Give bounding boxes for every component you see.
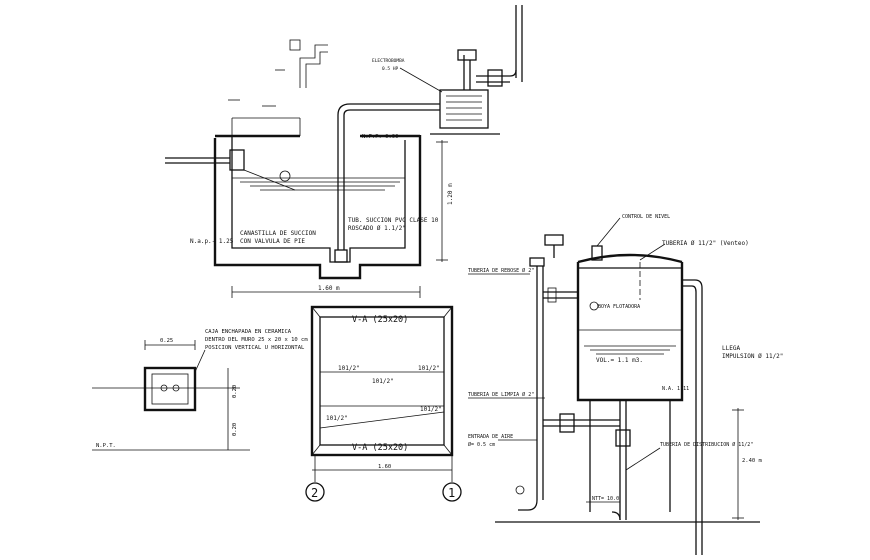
float-ball-icon	[279, 170, 291, 182]
box-outer	[143, 366, 197, 412]
overflow-cap	[529, 257, 545, 267]
elevated-tank: CONTROL DE NIVEL TUBERIA Ø 11/2" (Venteo…	[468, 214, 783, 555]
pipe-note-2: ROSCADO Ø 1.1/2"	[348, 225, 406, 232]
section-frame-inner	[319, 316, 445, 446]
tank-height-label: 2.40 m	[742, 458, 763, 464]
section-label-5: 101/2"	[326, 415, 348, 422]
suction-note-1: CANASTILLA DE SUCCION	[240, 230, 316, 237]
cistern-section: 1.20 m 1.60 m N.F.P. 0.00 N.a.p.- 1.25 C…	[165, 5, 523, 298]
float-icon	[589, 301, 599, 311]
box-detail: 0.25 0.20 0.20 N.P.T. CAJA ENCHAPADA EN …	[92, 329, 308, 451]
air-label-2: Ø= 0.5 cm	[468, 441, 495, 448]
check-valve-icon	[457, 49, 477, 61]
air-inlet-icon	[515, 485, 525, 495]
box-dim-top: 0.25	[160, 338, 173, 344]
section-label-2: 101/2"	[418, 365, 440, 372]
pipe-note-1: TUB. SUCCION PVC CLASE 10	[348, 217, 439, 224]
section-frame-outer	[310, 305, 454, 457]
rebose-label: TUBERIA DE REBOSE Ø 2"	[468, 267, 534, 274]
box-note-3: POSICION VERTICAL U HORIZONTAL	[205, 345, 305, 351]
box-note-1: CAJA ENCHAPADA EN CERAMICA	[205, 329, 292, 335]
box-dim-side-1: 0.20	[232, 385, 238, 398]
section-label-3: 101/2"	[372, 378, 394, 385]
section-va: V-A (25x20) V-A (25x20) 101/2" 101/2" 10…	[305, 305, 462, 502]
distribution-label: TUBERIA DE DISTRIBUCION Ø 11/2"	[660, 441, 753, 448]
tank-top	[577, 253, 683, 264]
cistern-height-label: 1.20 m	[447, 183, 454, 205]
section-label-4: 101/2"	[420, 406, 442, 413]
vent-pipe-label: TUBERIA Ø 11/2" (Venteo)	[662, 240, 749, 247]
section-title-top: V-A (25x20)	[352, 315, 408, 325]
npt-label: N.P.T.	[96, 443, 116, 449]
air-label-1: ENTRADA DE AIRE	[468, 434, 513, 440]
axis-bubble-2	[305, 482, 325, 502]
limpia-label: TUBERIA DE LIMPIA Ø 2"	[468, 391, 534, 398]
vent-symbol	[299, 44, 328, 88]
box-dim-side-2: 0.20	[232, 423, 238, 436]
cleaning-valve-icon	[559, 413, 575, 433]
section-label-1: 101/2"	[338, 365, 360, 372]
section-dim: 1.60	[378, 464, 391, 470]
level-label: N.a.p.- 1.25	[190, 238, 234, 245]
level-small-label: N.A. 1.11	[662, 386, 689, 392]
cistern-width-label: 1.60 m	[318, 285, 340, 292]
volume-label: VOL.= 1.1 m3.	[596, 357, 643, 364]
float-arm	[243, 169, 296, 191]
foot-valve-icon	[334, 249, 348, 263]
ntt-label: NTT= 10.0	[592, 496, 619, 502]
box-inner	[151, 373, 189, 405]
pump-label-1: ELECTROBOMBA	[372, 58, 405, 64]
vent-cap	[544, 234, 564, 246]
suction-note-2: CON VALVULA DE PIE	[240, 238, 305, 245]
nfp-label: N.F.P. 0.00	[362, 134, 398, 140]
suction-pipe-elbow	[337, 103, 440, 116]
axis-bubble-1	[442, 482, 462, 502]
llega-label-1: LLEGA	[722, 345, 740, 352]
box-note-2: DENTRO DEL MURO 25 x 20 x 10 cm	[205, 337, 308, 343]
control-label: CONTROL DE NIVEL	[622, 214, 670, 220]
tank-walls	[576, 262, 684, 402]
pump-label-2: 0.5 HP	[382, 66, 399, 72]
axis-label-1: 1	[448, 486, 455, 500]
axis-label-2: 2	[311, 486, 318, 500]
llega-label-2: IMPULSION Ø 11/2"	[722, 353, 783, 360]
section-title-bottom: V-A (25x20)	[352, 443, 408, 453]
float-label: BOYA FLOTADORA	[598, 304, 640, 310]
impulsion-pipe	[682, 279, 703, 555]
distribution-valve-icon	[615, 429, 631, 447]
inlet-valve-box	[229, 149, 245, 171]
cistern-outer-wall	[213, 135, 422, 280]
